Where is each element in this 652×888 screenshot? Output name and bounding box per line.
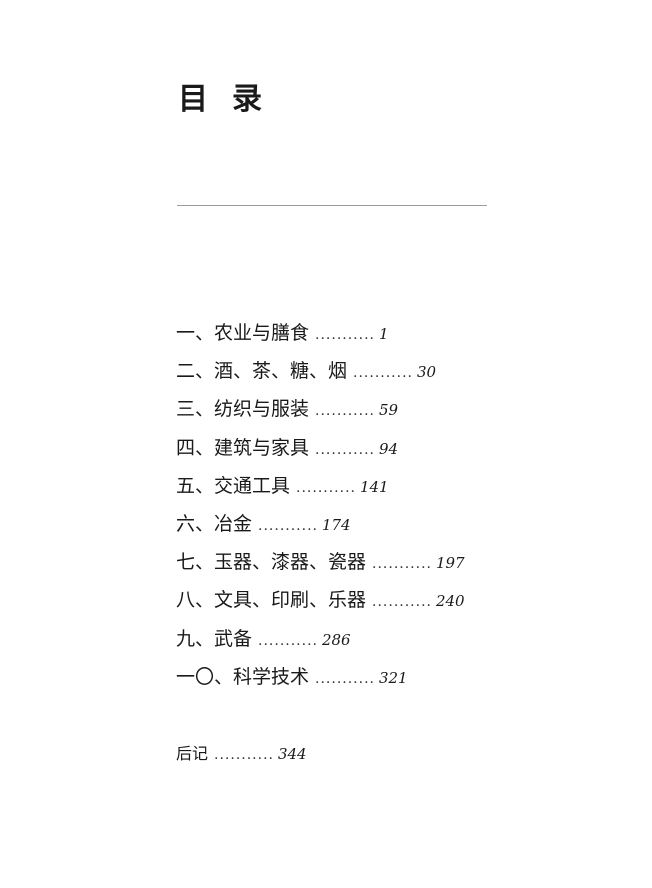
page-number: 344 xyxy=(277,745,307,763)
toc-entry[interactable]: 二、酒、茶、糖、烟...........30 xyxy=(176,356,465,394)
title-char: 目 xyxy=(178,82,232,117)
entry-label: 六、冶金 xyxy=(176,512,253,535)
entry-label: 一、农业与膳食 xyxy=(176,322,310,344)
toc-entry[interactable]: 一、农业与膳食...........1 xyxy=(176,318,465,356)
toc-entry[interactable]: 一〇、科学技术...........321 xyxy=(176,662,465,700)
entry-label: 八、文具、印刷、乐器 xyxy=(176,589,367,612)
page-number: 286 xyxy=(321,630,351,649)
toc-entry[interactable]: 五、交通工具...........141 xyxy=(176,471,465,509)
divider xyxy=(177,205,487,206)
page-number: 197 xyxy=(435,554,465,573)
entry-label: 三、纺织与服装 xyxy=(176,398,310,421)
leader-dots: ........... xyxy=(315,441,375,458)
entry-label: 九、武备 xyxy=(176,627,253,650)
toc-entry-afterword[interactable]: 后记...........344 xyxy=(176,740,307,764)
toc-entry[interactable]: 九、武备...........286 xyxy=(176,624,465,662)
page-number: 240 xyxy=(435,592,465,611)
title-char: 录 xyxy=(232,82,286,117)
leader-dots: ........... xyxy=(258,632,318,649)
leader-dots: ........... xyxy=(315,327,375,343)
leader-dots: ........... xyxy=(296,479,356,496)
toc-entry[interactable]: 六、冶金...........174 xyxy=(176,509,465,547)
page-title: 目录 xyxy=(178,74,286,118)
toc-entry[interactable]: 四、建筑与家具...........94 xyxy=(176,433,465,471)
entry-label: 一〇、科学技术 xyxy=(176,665,310,688)
entry-label: 五、交通工具 xyxy=(176,474,291,497)
toc-entry[interactable]: 八、文具、印刷、乐器...........240 xyxy=(176,585,465,623)
toc-entry[interactable]: 七、玉器、漆器、瓷器...........197 xyxy=(176,547,465,585)
toc-entry[interactable]: 三、纺织与服装...........59 xyxy=(176,394,465,432)
page-number: 141 xyxy=(359,477,389,496)
page-number: 59 xyxy=(378,401,399,420)
page-number: 321 xyxy=(378,668,408,687)
entry-label: 二、酒、茶、糖、烟 xyxy=(176,360,348,383)
leader-dots: ........... xyxy=(315,670,375,687)
leader-dots: ........... xyxy=(258,517,318,534)
page-number: 1 xyxy=(378,325,389,343)
page-number: 94 xyxy=(378,439,399,458)
page-number: 174 xyxy=(321,515,351,534)
page-number: 30 xyxy=(416,363,437,382)
leader-dots: ........... xyxy=(214,747,274,763)
leader-dots: ........... xyxy=(353,365,413,382)
leader-dots: ........... xyxy=(372,594,432,611)
leader-dots: ........... xyxy=(372,556,432,573)
leader-dots: ........... xyxy=(315,403,375,420)
entry-label: 后记 xyxy=(176,744,209,763)
entry-label: 七、玉器、漆器、瓷器 xyxy=(176,551,367,574)
entry-label: 四、建筑与家具 xyxy=(176,436,310,459)
